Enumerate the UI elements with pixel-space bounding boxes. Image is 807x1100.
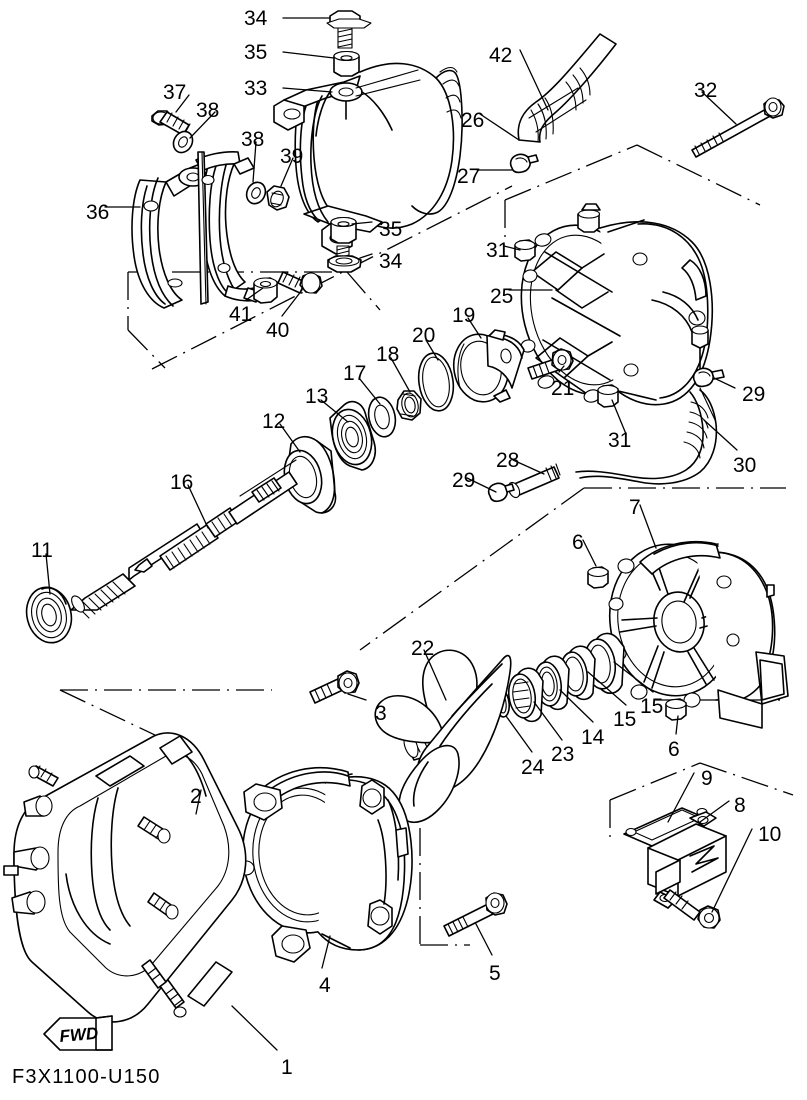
callout-29a: 29 [742,383,766,406]
callout-36: 36 [86,201,110,224]
callout-41: 41 [229,303,253,326]
part-6-dowel-pin-a [587,566,609,589]
callout-13: 13 [305,385,329,408]
callout-35a: 35 [244,41,268,64]
callout-31a: 31 [486,239,510,262]
part-8-cover-plate [647,811,727,909]
callout-24: 24 [521,756,545,779]
part-22-impeller [374,649,512,824]
callout-8: 8 [734,794,746,817]
callout-26: 26 [461,109,485,132]
callout-21: 21 [551,377,575,400]
callout-39: 39 [280,145,304,168]
part-39-nut [266,185,290,211]
group-boundary-upper-right [504,144,761,238]
part-32-bolt-extra-long [691,97,785,158]
part-17-washer [367,396,397,438]
callout-3: 3 [375,702,387,725]
part-1-intake-grate [3,732,247,1023]
callout-15b: 15 [613,708,637,731]
callout-18: 18 [376,343,400,366]
callout-33: 33 [244,77,268,100]
callout-17: 17 [343,362,367,385]
part-31-dowel-pin-a [514,239,536,262]
callout-34a: 34 [244,7,268,30]
part-40-bolt [277,271,323,294]
callout-22: 22 [411,637,435,660]
part-3-bolt [309,670,360,704]
part-21-bolt-flange [527,348,574,380]
part-10-bolt-cover [663,889,721,929]
part-41-nut [253,277,278,304]
callout-4: 4 [319,974,331,997]
callout-20: 20 [412,324,436,347]
part-35-collar-lower [330,216,357,244]
part-18-nut-shaft [396,390,422,421]
part-38-washer-mid [245,181,267,205]
callout-31b: 31 [608,429,632,452]
part-16-drive-shaft [70,459,298,619]
part-29-clamp-mid [487,482,515,503]
callout-14: 14 [581,726,605,749]
fwd-direction-arrow: FWD [43,1015,113,1051]
callout-42: 42 [489,44,513,67]
part-42-26-hose-assembly [517,33,617,143]
callout-11: 11 [31,539,53,562]
callout-25: 25 [490,285,514,308]
part-35-collar-upper [333,50,360,77]
part-38-washer-upper [172,130,194,154]
part-13-bearing-rear [329,400,377,471]
callout-37: 37 [163,81,187,104]
part-29-clamp-right [692,367,725,388]
callout-23: 23 [551,743,575,766]
part-34-bolt-upper [326,10,372,49]
callout-9: 9 [701,767,713,790]
callout-32: 32 [694,79,718,102]
part-25-intake-duct-housing [520,203,714,406]
callout-38b: 38 [241,128,265,151]
callout-38a: 38 [196,99,220,122]
part-5-bolt-long [443,892,508,937]
part-27-hose-clamp [509,153,539,174]
callout-35b: 35 [379,218,403,241]
callout-2: 2 [190,785,202,808]
callout-40: 40 [266,319,290,342]
part-6-dowel-pin-b [665,698,687,721]
callout-29b: 29 [452,469,476,492]
part-30-water-hose [575,387,718,485]
callout-5: 5 [489,962,501,985]
group-boundary-lower-right [419,762,794,946]
callout-12: 12 [262,410,286,433]
part-15-oil-seal-b [559,645,596,701]
part-12-spacer-sleeve [283,435,337,514]
callout-7: 7 [629,496,641,519]
part-37-bolt [151,110,191,136]
callout-1: 1 [281,1056,293,1079]
part-23-seal-ring [507,667,544,723]
part-11-bearing-front [25,586,73,644]
part-20-o-ring [417,352,455,412]
callout-6b: 6 [668,738,680,761]
svg-text:FWD: FWD [59,1024,99,1046]
part-14-washer [533,655,570,711]
callout-15a: 15 [640,695,664,718]
callout-16: 16 [170,471,194,494]
callout-30: 30 [733,454,757,477]
callout-28: 28 [496,449,520,472]
callout-27: 27 [457,165,481,188]
group-boundary-diagonal-main [151,185,786,651]
callout-34b: 34 [379,250,403,273]
diagram-code: F3X1100-U150 [12,1066,161,1088]
callout-10: 10 [758,823,782,846]
part-19-coupler [452,329,525,403]
part-7-jet-pump-housing [608,541,789,729]
callout-6a: 6 [572,531,584,554]
part-34-bolt-lower [327,245,362,273]
leader-lines [45,17,753,1051]
part-31-dowel-pin-b [597,384,619,408]
callout-19: 19 [452,304,476,327]
